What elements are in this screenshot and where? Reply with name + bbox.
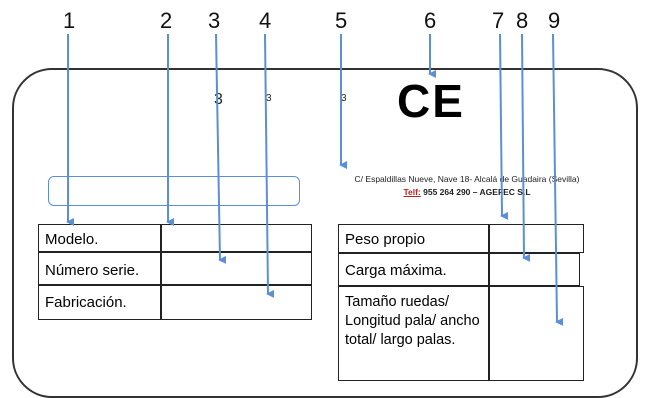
callout-number-3: 3 [208, 8, 221, 33]
label-peso-propio: Peso propio [338, 224, 490, 253]
company-phone: Telf: 955 264 290 – AGEFEC S.L [302, 187, 632, 197]
label-tamano-ruedas: Tamaño ruedas/ Longitud pala/ ancho tota… [338, 286, 490, 381]
plate-mark-3: 3 [341, 93, 347, 104]
callout-number-2: 2 [160, 8, 173, 33]
callout-number-9: 9 [548, 8, 561, 33]
label-fabricacion: Fabricación. [38, 285, 162, 320]
value-carga-maxima [488, 253, 580, 286]
callout-number-7: 7 [492, 8, 505, 33]
logo-placeholder-box [48, 176, 300, 206]
label-modelo: Modelo. [38, 224, 162, 252]
callout-number-4: 4 [259, 8, 272, 33]
value-numero-serie [160, 252, 312, 285]
plate-mark-2: 3 [266, 93, 272, 104]
callout-number-5: 5 [335, 8, 348, 33]
ce-mark: CE [397, 75, 465, 127]
phone-prefix: Telf: [403, 187, 421, 197]
callout-number-1: 1 [63, 8, 76, 33]
value-peso-propio [488, 224, 584, 253]
callout-number-6: 6 [424, 8, 437, 33]
label-carga-maxima: Carga máxima. [338, 253, 490, 286]
callout-number-8: 8 [516, 8, 529, 33]
plate-mark-1: 3 [214, 91, 223, 108]
value-modelo [160, 224, 312, 252]
company-address: C/ Espaldillas Nueve, Nave 18- Alcalá de… [354, 174, 580, 184]
phone-number: 955 264 290 – AGEFEC S.L [420, 187, 531, 197]
value-tamano-ruedas [488, 286, 584, 381]
value-fabricacion [160, 285, 312, 320]
label-numero-serie: Número serie. [38, 252, 162, 285]
